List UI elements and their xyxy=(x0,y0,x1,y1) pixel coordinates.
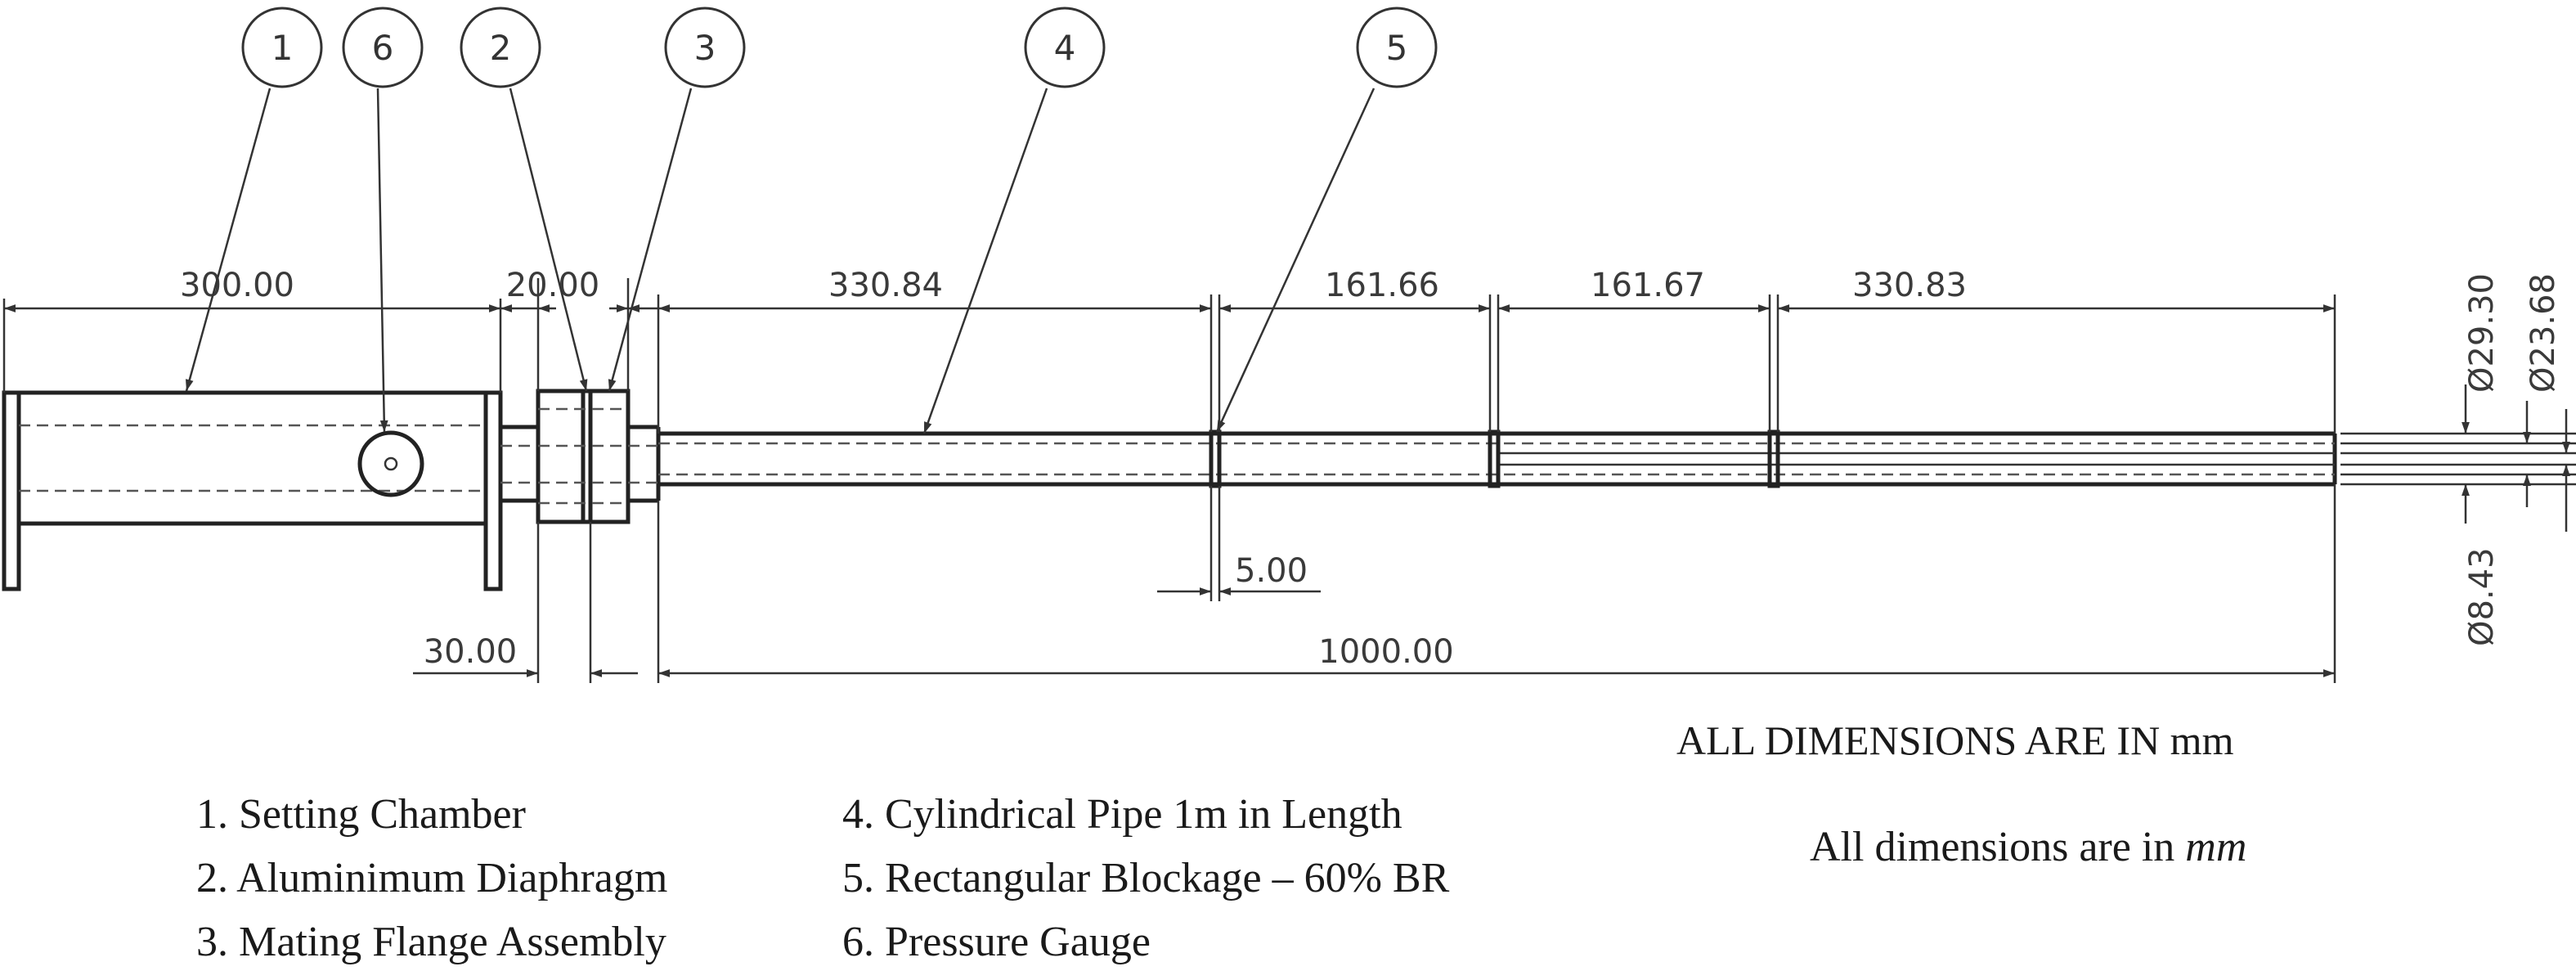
balloon-2: 2 xyxy=(460,7,541,88)
legend-item-6: 6. Pressure Gauge xyxy=(842,919,1151,965)
balloon-5: 5 xyxy=(1356,7,1438,88)
setting-chamber xyxy=(2,390,503,591)
dimensions-note-lower-unit: mm xyxy=(2185,824,2246,870)
chamber-neck xyxy=(500,425,538,503)
legend-item-5: 5. Rectangular Blockage – 60% BR xyxy=(842,855,1450,901)
balloon-6: 6 xyxy=(342,7,424,88)
dim-pipe-segment-d: 330.83 xyxy=(1852,267,1967,304)
bottom-dimension-lines xyxy=(413,484,2336,683)
legend-item-4: 4. Cylindrical Pipe 1m in Length xyxy=(842,791,1402,838)
svg-text:4: 4 xyxy=(1054,28,1076,68)
dim-outer-diameter: Ø29.30 xyxy=(2463,273,2501,393)
dim-setting-chamber-length: 300.00 xyxy=(180,267,294,304)
dim-inner-diameter: Ø23.68 xyxy=(2524,273,2562,393)
balloon-1: 1 xyxy=(241,7,323,88)
balloon-3: 3 xyxy=(664,7,746,88)
dim-blockage-width: 5.00 xyxy=(1235,552,1308,590)
leader-lines xyxy=(185,88,1376,434)
legend-item-2: 2. Aluminimum Diaphragm xyxy=(196,855,667,901)
svg-text:1: 1 xyxy=(272,28,294,68)
dim-blockage-opening: Ø8.43 xyxy=(2463,547,2501,646)
dimensions-note-upper: ALL DIMENSIONS ARE IN mm xyxy=(1676,717,2234,763)
balloon-4: 4 xyxy=(1024,7,1106,88)
dim-flange-width: 30.00 xyxy=(424,633,518,671)
dim-pipe-segment-a: 330.84 xyxy=(828,267,943,304)
svg-text:3: 3 xyxy=(694,28,716,68)
dimensions-note-lower-prefix: All dimensions are in xyxy=(1810,824,2185,870)
mating-flange-assembly xyxy=(536,389,631,524)
flange-neck xyxy=(628,425,661,503)
dimensions-note-lower: All dimensions are in mm xyxy=(1810,824,2246,870)
diameter-dimension-lines xyxy=(2462,384,2570,532)
dim-pipe-length: 1000.00 xyxy=(1318,633,1453,671)
top-dimension-lines xyxy=(2,278,2336,434)
pressure-gauge xyxy=(357,430,424,497)
diameter-extension-lines xyxy=(2340,432,2576,486)
dim-pipe-segment-c: 161.67 xyxy=(1591,267,1705,304)
dim-pipe-segment-b: 161.66 xyxy=(1325,267,1439,304)
legend-item-3: 3. Mating Flange Assembly xyxy=(196,919,666,965)
rectangular-blockage xyxy=(1209,429,1780,488)
dim-flange-gap: 20.00 xyxy=(506,267,600,304)
svg-text:2: 2 xyxy=(490,28,512,68)
svg-text:6: 6 xyxy=(372,28,394,68)
svg-text:5: 5 xyxy=(1386,28,1408,68)
legend-item-1: 1. Setting Chamber xyxy=(196,791,526,838)
